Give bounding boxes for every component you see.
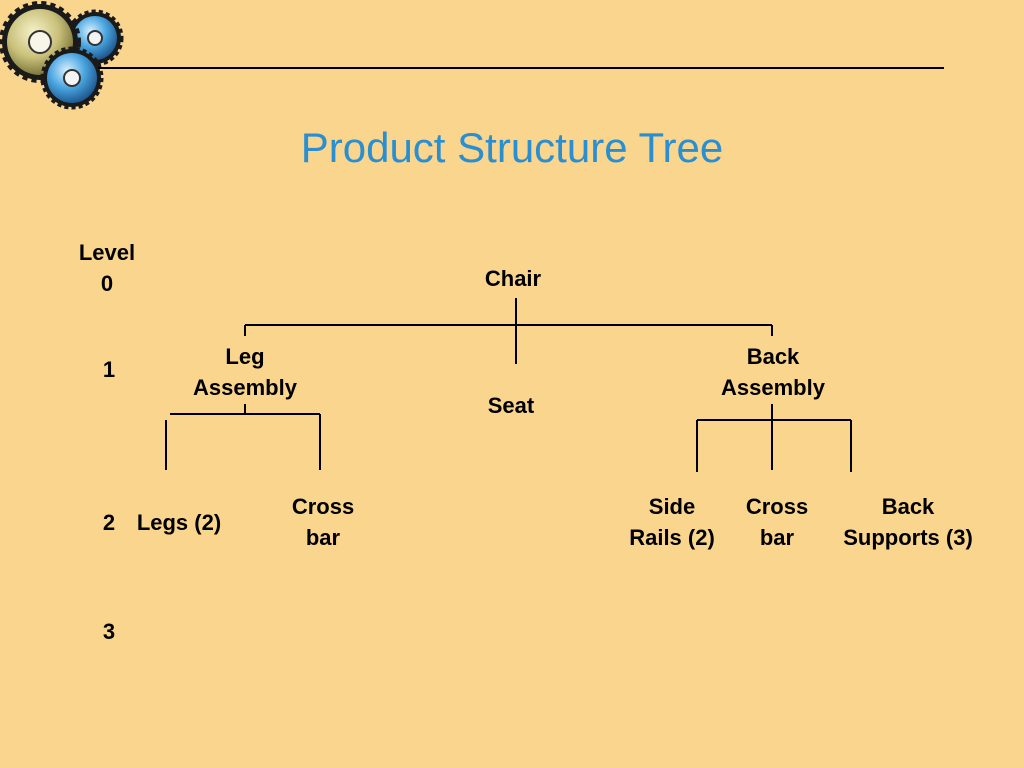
level-heading: Level 0 xyxy=(79,237,135,299)
page-title: Product Structure Tree xyxy=(300,124,724,171)
node-leg-crossbar-line2: bar xyxy=(305,525,341,550)
node-back-assembly: Back Assembly xyxy=(721,341,825,403)
level-3: 3 xyxy=(102,619,116,644)
level-1: 1 xyxy=(102,357,116,382)
node-back-supports-line2: Supports (3) xyxy=(843,525,973,550)
node-back-crossbar-line1: Cross xyxy=(745,494,809,519)
node-legs-label: Legs (2) xyxy=(136,510,222,535)
node-back-assembly-line1: Back xyxy=(746,344,800,369)
level-2: 2 xyxy=(102,510,116,535)
node-side-rails: Side Rails (2) xyxy=(629,491,715,553)
node-leg-crossbar: Cross bar xyxy=(292,491,354,553)
node-back-assembly-line2: Assembly xyxy=(721,375,825,400)
level-heading-label: Level xyxy=(78,240,136,265)
node-back-crossbar-line2: bar xyxy=(759,525,795,550)
gears-icon xyxy=(0,1,124,110)
node-chair-label: Chair xyxy=(484,266,542,291)
node-leg-assembly-line2: Assembly xyxy=(193,375,297,400)
node-back-supports: Back Supports (3) xyxy=(843,491,973,553)
node-side-rails-line2: Rails (2) xyxy=(629,525,715,550)
node-leg-crossbar-line1: Cross xyxy=(291,494,355,519)
node-seat-label: Seat xyxy=(487,393,535,418)
node-back-supports-line1: Back xyxy=(881,494,935,519)
node-side-rails-line1: Side xyxy=(648,494,696,519)
node-back-crossbar: Cross bar xyxy=(746,491,808,553)
node-chair: Chair xyxy=(485,263,541,294)
node-leg-assembly-line1: Leg xyxy=(225,344,265,369)
level-0: 0 xyxy=(100,271,114,296)
node-legs: Legs (2) xyxy=(137,507,221,538)
header-rule xyxy=(98,67,944,69)
node-seat: Seat xyxy=(488,390,534,421)
node-leg-assembly: Leg Assembly xyxy=(193,341,297,403)
